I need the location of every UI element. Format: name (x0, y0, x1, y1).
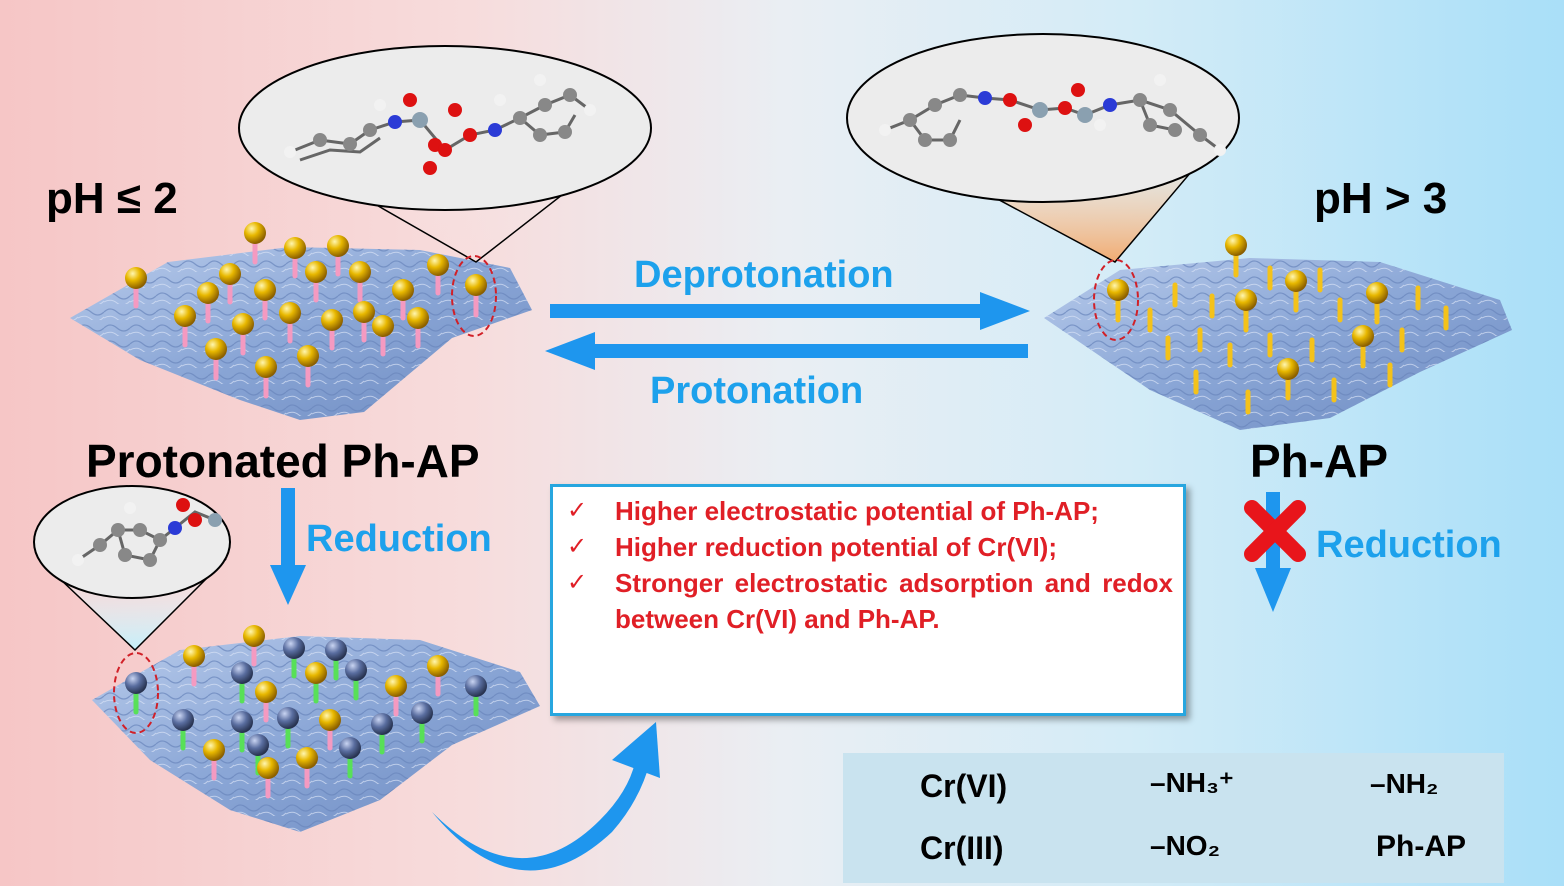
sites-reduced-bottom (113, 625, 487, 799)
legend-sheet-label: Ph-AP (1376, 830, 1466, 863)
arrow-protonation (545, 332, 1028, 370)
legend-nh2-label: –NH₂ (1370, 768, 1439, 799)
legend-cr6-label: Cr(VI) (920, 768, 1008, 804)
sheet-protonated-top (70, 247, 532, 420)
sites-deprotonated-right (1093, 234, 1449, 415)
zoom-cone-top-right (846, 33, 1240, 263)
zoom-cone-top-left (238, 45, 652, 263)
zoom-cone-bottom-left (33, 485, 231, 652)
label-reduction-left: Reduction (306, 518, 492, 560)
molecule-top-left (284, 74, 596, 175)
notes-box: ✓ Higher electrostatic potential of Ph-A… (550, 484, 1186, 716)
note-item: ✓ Stronger electrostatic adsorption and … (567, 565, 1173, 637)
check-icon: ✓ (567, 497, 588, 524)
label-deprotonation: Deprotonation (634, 254, 894, 296)
note-item: ✓ Higher electrostatic potential of Ph-A… (567, 493, 1173, 529)
label-protonation: Protonation (650, 370, 864, 412)
arrow-deprotonation (550, 292, 1030, 330)
sheet-phap-right (1044, 258, 1512, 430)
molecule-bottom-left (72, 498, 222, 567)
arrow-curved-to-notes (432, 722, 660, 871)
note-text: Higher electrostatic potential of Ph-AP; (615, 496, 1099, 526)
note-text: Higher reduction potential of Cr(VI); (615, 532, 1057, 562)
sites-protonated-top (125, 222, 497, 399)
sheet-reduced-bottom (92, 636, 540, 832)
legend-cr3-label: Cr(III) (920, 830, 1004, 866)
legend-no2-label: –NO₂ (1150, 830, 1221, 861)
ph-label-right: pH > 3 (1314, 174, 1448, 223)
label-reduction-right: Reduction (1316, 524, 1502, 566)
label-ph-ap: Ph-AP (1250, 435, 1388, 487)
ph-label-left: pH ≤ 2 (46, 174, 178, 223)
molecule-top-right (879, 74, 1226, 156)
check-icon: ✓ (567, 533, 588, 560)
cross-mark-icon (1244, 500, 1306, 562)
note-item: ✓ Higher reduction potential of Cr(VI); (567, 529, 1173, 565)
legend-nh3-label: –NH₃⁺ (1150, 767, 1234, 798)
label-protonated-ph-ap: Protonated Ph-AP (86, 435, 480, 487)
arrow-reduction-left (270, 488, 306, 605)
note-text: Stronger electrostatic adsorption and re… (615, 568, 1173, 634)
legend (843, 753, 1504, 883)
check-icon: ✓ (567, 569, 588, 596)
